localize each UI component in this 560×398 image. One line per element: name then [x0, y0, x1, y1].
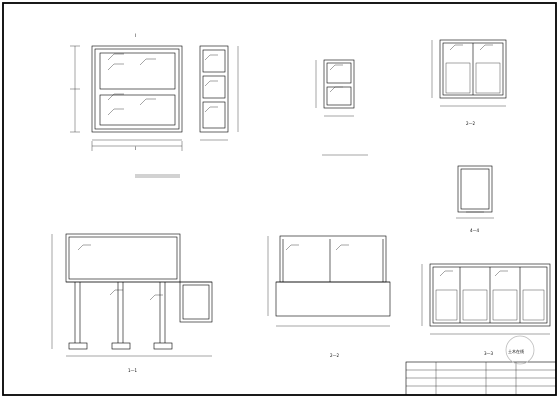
plan-view-left: Ⅰ Ⅰ	[70, 33, 183, 178]
label-view-3-3: 3—3	[484, 351, 494, 356]
section-mark-bottom: Ⅰ	[135, 146, 136, 151]
view-3-3: 3—3	[421, 263, 551, 356]
view-1-1: 1—1	[51, 233, 213, 373]
view-4-4: 4—4	[456, 165, 494, 233]
view-2-2-mid: 2—2	[267, 235, 391, 358]
label-view-1-1: 1—1	[128, 368, 138, 373]
side-section-stack	[199, 45, 239, 141]
label-view-2-2: 2—2	[466, 121, 476, 126]
title-block	[405, 361, 557, 396]
watermark: 土木在线	[505, 335, 535, 365]
view-2-2: 2—2	[431, 39, 507, 126]
label-view-4-4: 4—4	[470, 228, 480, 233]
section-mark-top: Ⅰ	[135, 33, 136, 38]
label-view-2-2-mid: 2—2	[330, 353, 340, 358]
watermark-text: 土木在线	[508, 348, 524, 354]
small-plan-view	[315, 59, 368, 156]
